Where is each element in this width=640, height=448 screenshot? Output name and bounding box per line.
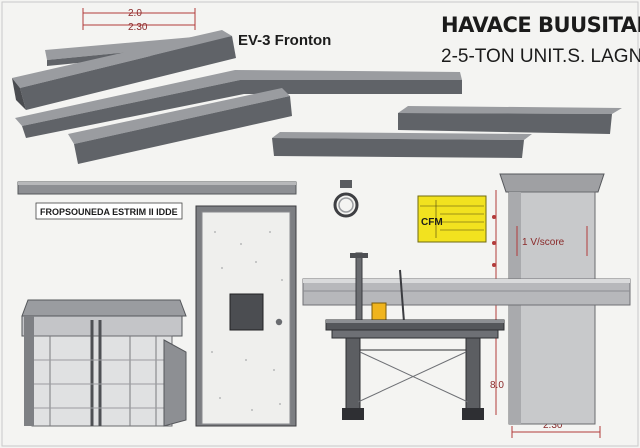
dim-top-2: 2.30 bbox=[128, 22, 148, 33]
left-machine bbox=[21, 299, 187, 427]
beam-5 bbox=[398, 106, 622, 134]
column-label: 1 V/score bbox=[522, 237, 565, 248]
beam-6 bbox=[272, 132, 532, 158]
dim-column-foot: 2.30 bbox=[543, 420, 563, 431]
beam-label: EV-3 Fronton bbox=[238, 32, 331, 49]
yellow-sign-label: CFM bbox=[421, 217, 443, 228]
work-jig bbox=[325, 252, 505, 420]
yellow-sign: CFM bbox=[417, 195, 487, 243]
section-label: FROPSOUNEDA ESTRIM II IDDE bbox=[40, 207, 178, 217]
beam-2 bbox=[12, 30, 236, 110]
subtitle: 2-5-TON UNIT.S. LAGN bbox=[441, 46, 640, 67]
top-dimension: 2.0 2.30 bbox=[82, 8, 196, 33]
dim-top-1: 2.0 bbox=[128, 8, 142, 19]
flat-bar bbox=[17, 181, 297, 195]
corrugated-wall bbox=[302, 278, 631, 306]
dim-column-bottom: 8.0 bbox=[490, 380, 504, 391]
beam-4 bbox=[68, 88, 292, 164]
door bbox=[195, 205, 297, 427]
title: HAVACE BUUSITAL bbox=[441, 13, 640, 37]
section-label-box: FROPSOUNEDA ESTRIM II IDDE bbox=[35, 202, 183, 220]
column: 1 V/score bbox=[499, 173, 605, 425]
ring-fitting bbox=[333, 180, 359, 218]
beam-3 bbox=[15, 70, 462, 138]
